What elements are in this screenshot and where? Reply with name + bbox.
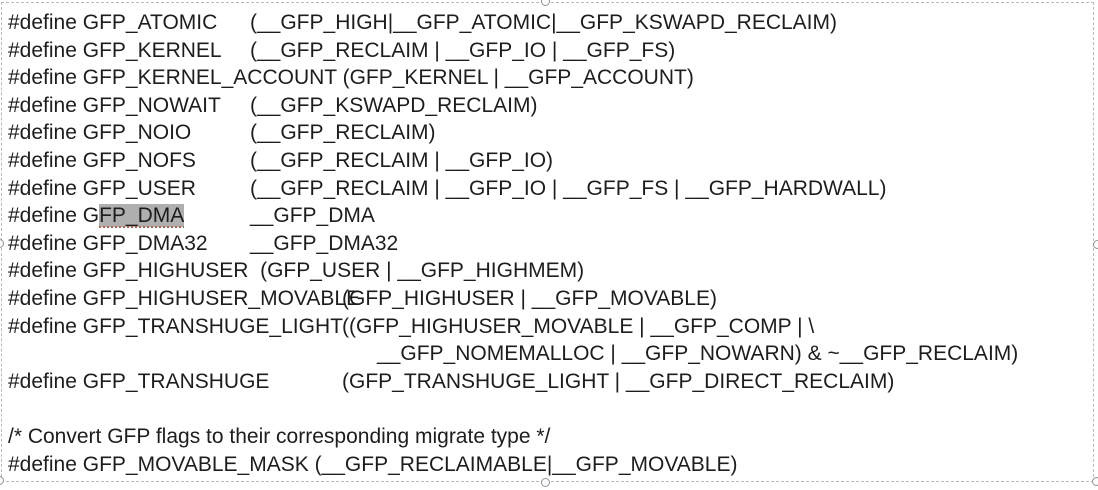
code-text: (__GFP_RECLAIM): [250, 121, 436, 145]
code-chunk: #define GFP_NOWAIT: [8, 92, 221, 120]
code-text: #define GFP_NOIO: [8, 121, 192, 145]
code-text: (__GFP_RECLAIM | __GFP_IO): [250, 148, 554, 172]
code-line[interactable]: #define GFP_NOFS (__GFP_RECLAIM | __GFP_I…: [0, 147, 1098, 175]
code-chunk: (__GFP_RECLAIM): [250, 119, 436, 147]
code-chunk: (__GFP_RECLAIM | __GFP_IO | __GFP_FS | _…: [250, 175, 886, 203]
code-text: ((GFP_HIGHUSER_MOVABLE | __GFP_COMP | \: [342, 314, 815, 338]
code-text: (__GFP_HIGH|__GFP_ATOMIC|__GFP_KSWAPD_RE…: [250, 11, 838, 34]
code-chunk: #define GFP_NOFS: [8, 147, 196, 175]
code-line[interactable]: #define GFP_NOIO (__GFP_RECLAIM): [0, 119, 1098, 147]
resize-handle-bottom-center[interactable]: [541, 478, 550, 487]
code-line[interactable]: #define GFP_DMA32 __GFP_DMA32: [0, 230, 1098, 258]
selected-text[interactable]: FP_DMA: [99, 204, 185, 228]
code-line[interactable]: #define GFP_KERNEL (__GFP_RECLAIM | __GFP…: [0, 37, 1098, 65]
code-text: (GFP_TRANSHUGE_LIGHT | __GFP_DIRECT_RECL…: [342, 369, 895, 393]
code-chunk: #define GFP_KERNEL_ACCOUNT (GFP_KERNEL |…: [8, 64, 694, 92]
code-line[interactable]: #define GFP_TRANSHUGE_LIGHT((GFP_HIGHUSE…: [0, 313, 1098, 341]
code-text: #define GFP_HIGHUSER (GFP_USER | __GFP_H…: [8, 259, 585, 283]
code-text: (__GFP_RECLAIM | __GFP_IO | __GFP_FS | _…: [250, 176, 887, 200]
code-line[interactable]: #define GFP_USER (__GFP_RECLAIM | __GFP_I…: [0, 175, 1098, 203]
code-text: __GFP_DMA32: [250, 231, 399, 255]
code-text: /* Convert GFP flags to their correspond…: [8, 424, 551, 448]
code-text: #define GFP_NOWAIT: [8, 93, 221, 117]
code-chunk: #define GFP_NOIO: [8, 119, 191, 147]
code-chunk: (GFP_HIGHUSER | __GFP_MOVABLE): [342, 285, 717, 313]
code-chunk: (__GFP_RECLAIM | __GFP_IO | __GFP_FS): [250, 37, 675, 65]
code-chunk: #define GFP_TRANSHUGE_LIGHT: [8, 313, 343, 341]
code-chunk: __GFP_NOMEMALLOC | __GFP_NOWARN) & ~__GF…: [377, 340, 1018, 368]
code-text: __GFP_NOMEMALLOC | __GFP_NOWARN) & ~__GF…: [377, 342, 1019, 366]
code-chunk: __GFP_DMA32: [250, 230, 398, 258]
code-line[interactable]: #define GFP_ATOMIC (__GFP_HIGH|__GFP_ATOM…: [0, 9, 1098, 37]
code-chunk: #define GFP_DMA32: [8, 230, 208, 258]
code-line[interactable]: __GFP_NOMEMALLOC | __GFP_NOWARN) & ~__GF…: [0, 340, 1098, 368]
code-chunk: /* Convert GFP flags to their correspond…: [8, 423, 550, 451]
code-lines: #define GFP_ATOMIC (__GFP_HIGH|__GFP_ATOM…: [0, 9, 1098, 478]
code-chunk: (__GFP_HIGH|__GFP_ATOMIC|__GFP_KSWAPD_RE…: [250, 9, 837, 37]
code-line[interactable]: #define GFP_HIGHUSER (GFP_USER | __GFP_H…: [0, 257, 1098, 285]
code-chunk: ((GFP_HIGHUSER_MOVABLE | __GFP_COMP | \: [342, 313, 814, 341]
code-chunk: #define GFP_DMA: [8, 202, 185, 230]
code-text: #define GFP_DMA32: [8, 231, 208, 255]
code-line[interactable]: #define GFP_NOWAIT (__GFP_KSWAPD_RECLAIM): [0, 92, 1098, 120]
resize-handle-bottom-right[interactable]: [1092, 477, 1098, 486]
code-line[interactable]: #define GFP_KERNEL_ACCOUNT (GFP_KERNEL |…: [0, 64, 1098, 92]
code-chunk: #define GFP_HIGHUSER (GFP_USER | __GFP_H…: [8, 257, 584, 285]
code-text: (GFP_HIGHUSER | __GFP_MOVABLE): [342, 286, 717, 310]
code-chunk: #define GFP_MOVABLE_MASK (__GFP_RECLAIMA…: [8, 451, 737, 479]
code-text: #define GFP_TRANSHUGE: [8, 369, 270, 393]
code-chunk: (__GFP_KSWAPD_RECLAIM): [250, 92, 537, 120]
code-line[interactable]: #define GFP_MOVABLE_MASK (__GFP_RECLAIMA…: [0, 451, 1098, 479]
resize-handle-right-middle[interactable]: [1093, 240, 1098, 249]
code-text: __GFP_DMA: [250, 204, 375, 228]
code-text: #define GFP_ATOMIC: [8, 11, 218, 34]
code-line[interactable]: #define GFP_HIGHUSER_MOVABLE(GFP_HIGHUSE…: [0, 285, 1098, 313]
code-chunk: (GFP_TRANSHUGE_LIGHT | __GFP_DIRECT_RECL…: [342, 368, 894, 396]
code-chunk: #define GFP_USER: [8, 175, 196, 203]
code-text: #define GFP_KERNEL_ACCOUNT (GFP_KERNEL |…: [8, 66, 694, 90]
code-chunk: __GFP_DMA: [250, 202, 375, 230]
code-chunk: #define GFP_TRANSHUGE: [8, 368, 269, 396]
code-text: #define GFP_NOFS: [8, 148, 196, 172]
code-chunk: (__GFP_RECLAIM | __GFP_IO): [250, 147, 553, 175]
code-text: #define GFP_KERNEL: [8, 38, 222, 62]
code-chunk: #define GFP_ATOMIC: [8, 9, 217, 37]
code-chunk: #define GFP_KERNEL: [8, 37, 222, 65]
code-text: #define GFP_USER: [8, 176, 196, 200]
code-text: #define GFP_TRANSHUGE_LIGHT: [8, 314, 343, 338]
code-line[interactable]: #define GFP_TRANSHUGE (GFP_TRANSHUGE_LIGH…: [0, 368, 1098, 396]
resize-handle-top-center[interactable]: [541, 0, 550, 6]
code-line[interactable]: /* Convert GFP flags to their correspond…: [0, 423, 1098, 451]
code-chunk: #define GFP_HIGHUSER_MOVABLE: [8, 285, 360, 313]
resize-handle-bottom-left[interactable]: [0, 476, 4, 485]
code-text: (__GFP_RECLAIM | __GFP_IO | __GFP_FS): [250, 38, 676, 62]
code-text: #define G: [8, 204, 100, 228]
code-text: (__GFP_KSWAPD_RECLAIM): [250, 93, 538, 117]
code-line[interactable]: [0, 395, 1098, 423]
code-line[interactable]: #define GFP_DMA __GFP_DMA: [0, 202, 1098, 230]
code-text: #define GFP_HIGHUSER_MOVABLE: [8, 286, 361, 310]
code-text: #define GFP_MOVABLE_MASK (__GFP_RECLAIMA…: [8, 452, 738, 476]
